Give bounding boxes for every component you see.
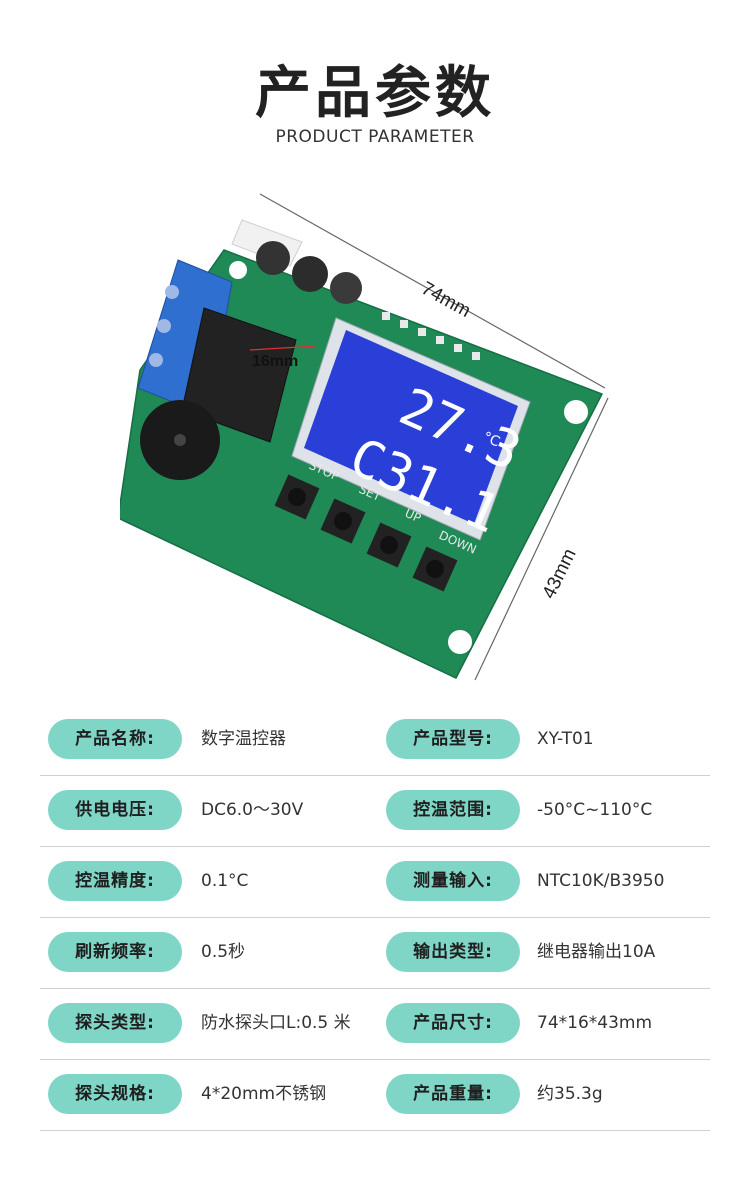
spec-label: 产品尺寸: — [386, 1003, 520, 1043]
mount-hole — [564, 400, 588, 424]
mount-hole — [229, 261, 247, 279]
spec-row: 供电电压: DC6.0～30V 控温范围: -50°C~110°C — [40, 776, 710, 847]
dim-width-label: 16mm — [252, 353, 298, 370]
lcd-screen — [304, 330, 518, 524]
spec-value: XY-T01 — [537, 729, 594, 749]
dim-length-line — [259, 193, 606, 389]
push-buttons — [274, 474, 458, 592]
dim-width-line — [249, 345, 317, 351]
spec-label: 探头规格: — [48, 1074, 182, 1114]
dim-length-label: 74mm — [418, 278, 474, 322]
spec-label: 输出类型: — [386, 932, 520, 972]
spec-label: 产品重量: — [386, 1074, 520, 1114]
spec-value: NTC10K/B3950 — [537, 871, 665, 891]
spec-row: 探头规格: 4*20mm不锈钢 产品重量: 约35.3g — [40, 1060, 710, 1131]
spec-value: 继电器输出10A — [537, 942, 656, 962]
lcd-unit: °C — [480, 429, 502, 451]
spec-value: 约35.3g — [537, 1084, 603, 1104]
spec-row: 产品名称: 数字温控器 产品型号: XY-T01 — [40, 705, 710, 776]
button-label-up: UP — [403, 506, 423, 525]
dim-height-line — [474, 397, 609, 681]
spec-label: 产品型号: — [386, 719, 520, 759]
page-title: 产品参数 — [255, 61, 495, 126]
dim-height-label: 43mm — [539, 546, 581, 603]
page-subtitle: PRODUCT PARAMETER — [275, 127, 475, 147]
spec-value: 4*20mm不锈钢 — [201, 1084, 327, 1104]
spec-row: 探头类型: 防水探头口L:0.5 米 产品尺寸: 74*16*43mm — [40, 989, 710, 1060]
spec-value: 0.1°C — [201, 871, 249, 891]
spec-label: 供电电压: — [48, 790, 182, 830]
spec-label: 探头类型: — [48, 1003, 182, 1043]
spec-row: 刷新频率: 0.5秒 输出类型: 继电器输出10A — [40, 918, 710, 989]
spec-table: 产品名称: 数字温控器 产品型号: XY-T01 供电电压: DC6.0～30V… — [40, 705, 710, 1131]
spec-value: 数字温控器 — [201, 729, 286, 749]
spec-value: 0.5秒 — [201, 942, 246, 962]
spec-value: -50°C~110°C — [537, 800, 653, 820]
capacitor — [330, 272, 362, 304]
product-image: 74mm 43mm 16mm 27.3 °C C31.1 — [120, 193, 609, 681]
pin-header — [382, 312, 480, 360]
spec-value: 74*16*43mm — [537, 1013, 653, 1033]
spec-label: 控温范围: — [386, 790, 520, 830]
spec-label: 测量输入: — [386, 861, 520, 901]
spec-value: DC6.0～30V — [201, 800, 304, 820]
mount-hole — [448, 630, 472, 654]
relay — [181, 307, 297, 443]
capacitor — [256, 241, 290, 275]
capacitor — [292, 256, 328, 292]
spec-value: 防水探头口L:0.5 米 — [201, 1013, 351, 1033]
spec-label: 刷新频率: — [48, 932, 182, 972]
spec-label: 控温精度: — [48, 861, 182, 901]
spec-label: 产品名称: — [48, 719, 182, 759]
spec-row: 控温精度: 0.1°C 测量输入: NTC10K/B3950 — [40, 847, 710, 918]
